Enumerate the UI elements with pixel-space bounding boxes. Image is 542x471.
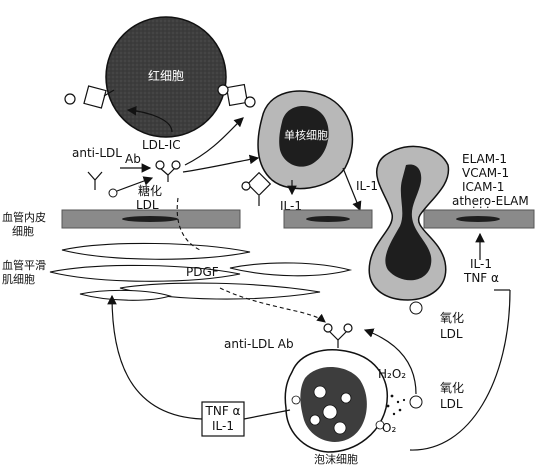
ldl-oxidized-label-1: LDL — [440, 327, 463, 341]
glycated-label: 糖化 — [138, 183, 162, 198]
athero-elam-label: athero-ELAM — [452, 194, 529, 208]
foam-immune-complex-icon — [323, 323, 353, 348]
monocyte-label: 单核细胞 — [284, 128, 328, 142]
foam-to-box-line — [243, 409, 291, 420]
tnf-right-label: TNF α — [463, 271, 499, 285]
il1-box-label: IL-1 — [212, 419, 234, 433]
icam-label: ICAM-1 — [462, 180, 504, 194]
oxidized-label-2: 氧化 — [440, 381, 464, 395]
migrating-monocyte-nucleus — [385, 164, 432, 281]
antibody-y-icon — [87, 171, 103, 190]
arrow-to-red-cell — [126, 105, 173, 133]
h2o2-label: H₂O₂ — [378, 367, 406, 381]
foam-cell-nucleus — [300, 366, 367, 442]
smooth-muscle-label-2: 肌细胞 — [2, 273, 35, 286]
immune-complex-left — [64, 85, 115, 109]
immune-complex-right — [217, 83, 256, 108]
endothelial-label-2: 细胞 — [12, 225, 34, 238]
endothelial-nucleus-left — [122, 216, 178, 222]
arrow-to-monocyte-lower — [182, 154, 260, 173]
endothelial-nucleus-right — [456, 216, 500, 222]
foam-cell-lipid-droplets — [291, 385, 385, 435]
glycation-arrow — [116, 176, 154, 192]
il1-mid-arrow — [342, 167, 362, 212]
foam-cell-label: 泡沫细胞 — [314, 452, 358, 466]
ldl-glycated-label: LDL — [136, 198, 159, 212]
ab-label: Ab — [125, 152, 141, 166]
red-cell-label: 红细胞 — [148, 68, 184, 83]
endothelial-nucleus-mid — [306, 216, 350, 222]
oxidized-ldl-particle-icon — [409, 395, 423, 409]
il1-right-label: IL-1 — [470, 257, 492, 271]
anti-ldl-label: anti-LDL — [72, 146, 122, 160]
smooth-muscle-label-1: 血管平滑 — [2, 258, 46, 272]
receptor-complex-icon — [241, 171, 272, 206]
pdgf-label: PDGF — [186, 265, 219, 279]
ldl-ic-label: LDL-IC — [142, 138, 181, 152]
elam-label: ELAM-1 — [462, 152, 507, 166]
monocyte-nucleus — [279, 106, 329, 167]
oxidation-burst-dots — [386, 394, 406, 416]
dashed-path-to-foam — [219, 287, 326, 323]
box-to-smooth-muscle-arrow — [107, 294, 203, 420]
oxidized-label-1: 氧化 — [440, 311, 464, 325]
endothelial-label-1: 血管内皮 — [2, 210, 46, 224]
o2-label: O₂ — [382, 421, 396, 435]
arrow-oxldl-to-complex — [363, 328, 417, 395]
tnf-box-label: TNF α — [205, 404, 241, 418]
arrow-to-monocyte-upper — [184, 117, 244, 166]
vcam-label: VCAM-1 — [462, 166, 509, 180]
attached-ldl-icon — [409, 301, 423, 315]
glycated-ldl-particle-icon — [108, 188, 118, 198]
dashed-path-upper — [176, 197, 201, 251]
adhesion-dots: · · · — [472, 201, 489, 214]
ldl-oxidized-label-2: LDL — [440, 397, 463, 411]
ldl-ic-complex-icon — [155, 160, 181, 182]
anti-ldl-ab-label: anti-LDL Ab — [224, 337, 294, 351]
il1-mid-label: IL-1 — [356, 179, 378, 193]
foam-to-endothelium-line — [409, 289, 511, 451]
smooth-muscle-cells — [49, 242, 353, 301]
